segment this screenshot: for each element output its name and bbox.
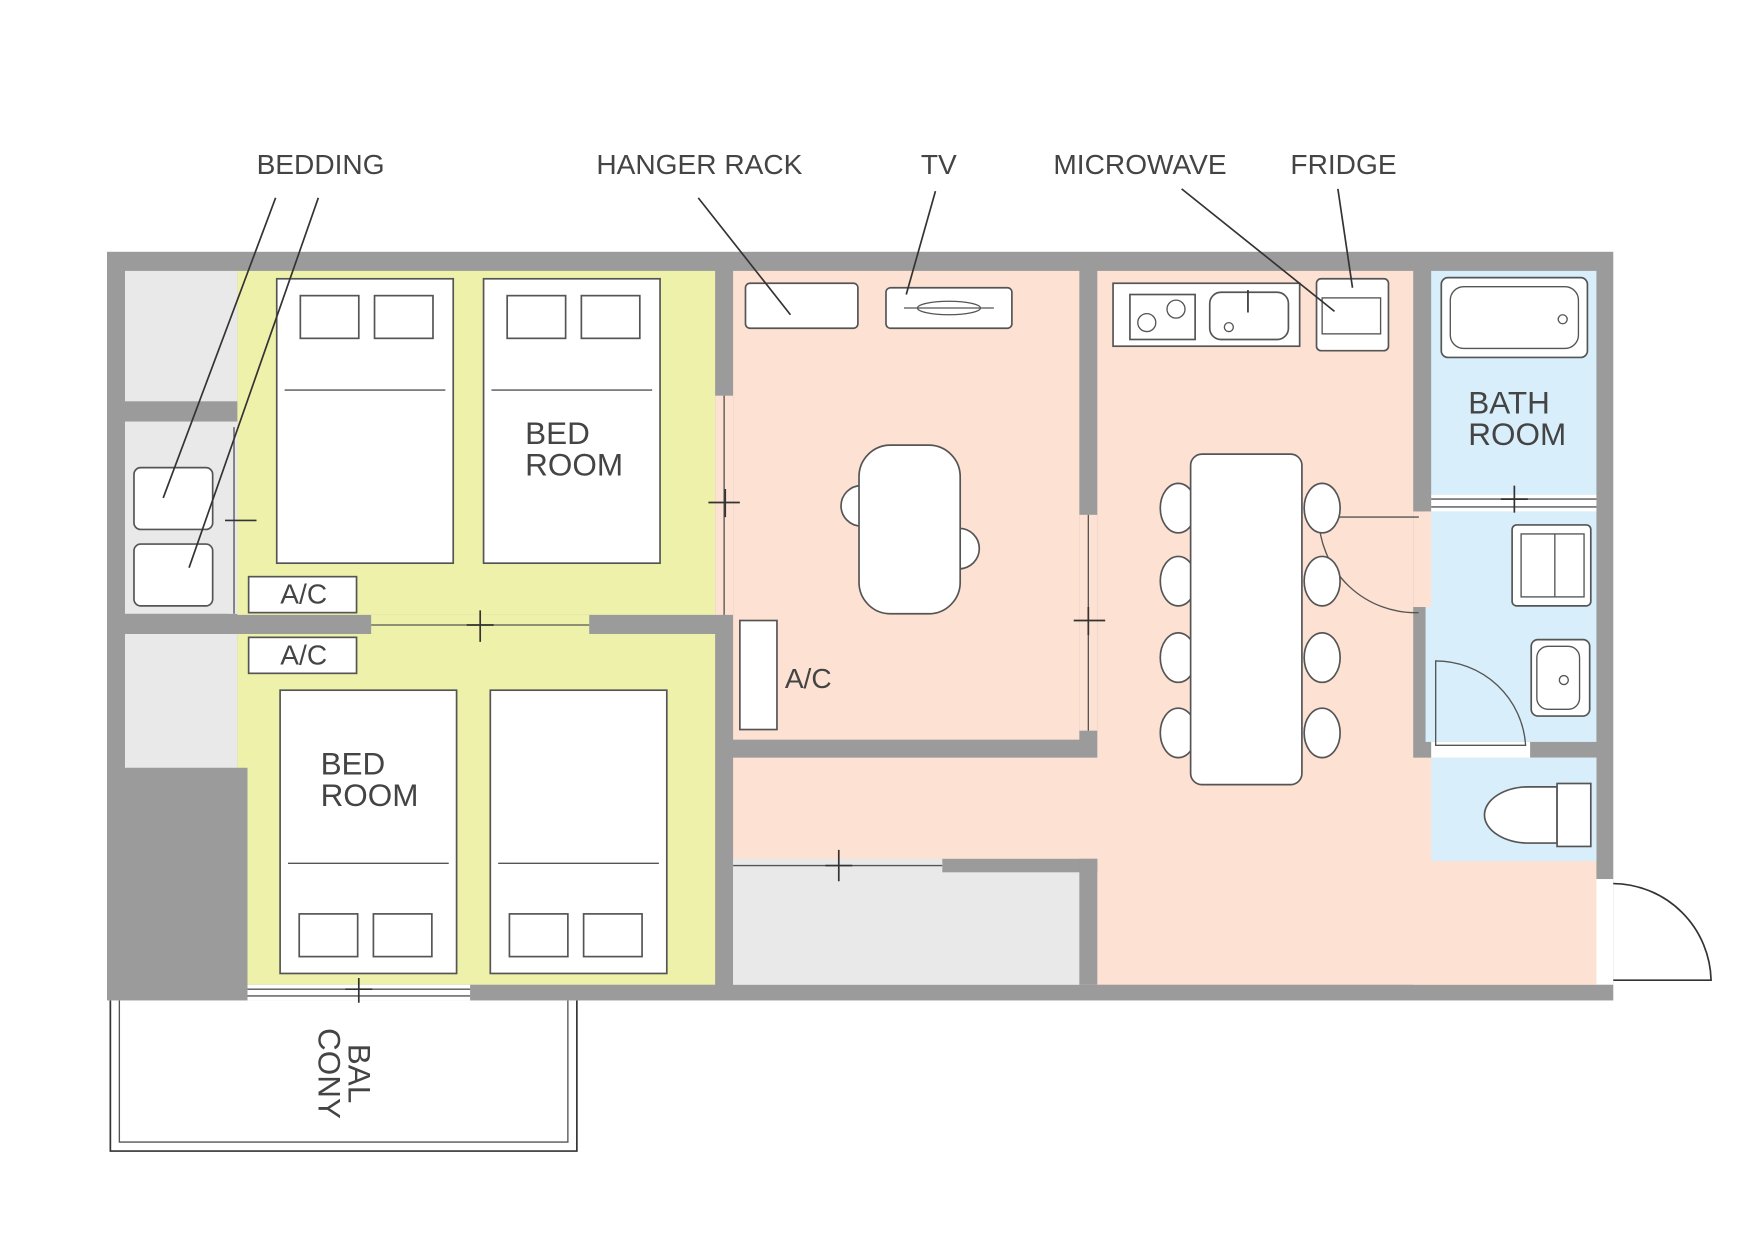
toilet [1483, 786, 1558, 844]
bathtub [1440, 276, 1589, 359]
ac-label-2: A/C [280, 639, 327, 670]
dining-chairs [1159, 482, 1341, 759]
entrance-door[interactable] [1596, 879, 1614, 985]
closet-lower [124, 633, 238, 768]
bedroom-2-nook [237, 633, 249, 768]
fridge [1315, 277, 1390, 352]
bedding-box-1 [133, 466, 214, 531]
storage [733, 872, 1080, 985]
hanger-rack [744, 282, 859, 330]
toilet-door-swing [1435, 660, 1527, 746]
closet-top [124, 270, 238, 402]
callout-fridge: FRIDGE [1290, 149, 1396, 180]
door-kitchen-washroom[interactable] [1413, 511, 1432, 608]
callout-tv: TV [921, 149, 957, 180]
ac-label-3: A/C [785, 663, 832, 694]
dining-table [1189, 453, 1303, 786]
callout-bedding: BEDDING [257, 149, 385, 180]
bed-2 [482, 277, 661, 565]
bed-3 [279, 689, 458, 975]
living-table [858, 444, 962, 615]
bed-1 [275, 277, 455, 565]
ac-unit-3 [739, 619, 778, 731]
ac-unit-1 [247, 575, 358, 614]
bed-4 [489, 689, 668, 975]
callout-microwave: MICROWAVE [1053, 149, 1226, 180]
sink [1208, 291, 1290, 341]
ac-unit-2 [247, 636, 358, 675]
entry-floor [1413, 879, 1597, 985]
washing-machine [1511, 524, 1592, 607]
bedding-box-2 [133, 543, 214, 607]
door-toilet[interactable] [1431, 741, 1531, 758]
door-markers [225, 485, 1528, 1003]
storage-wall-side [1079, 858, 1098, 985]
storage-wall [942, 858, 1098, 873]
stove [1129, 293, 1196, 341]
entrance-door-swing [1613, 882, 1712, 982]
toilet-tank [1556, 782, 1592, 848]
balcony [109, 1000, 578, 1152]
ac-label-1: A/C [280, 579, 327, 610]
callout-leader-lines [162, 188, 1354, 568]
callout-hanger-rack: HANGER RACK [596, 149, 802, 180]
balcony-label: BALCONY [311, 1028, 376, 1119]
